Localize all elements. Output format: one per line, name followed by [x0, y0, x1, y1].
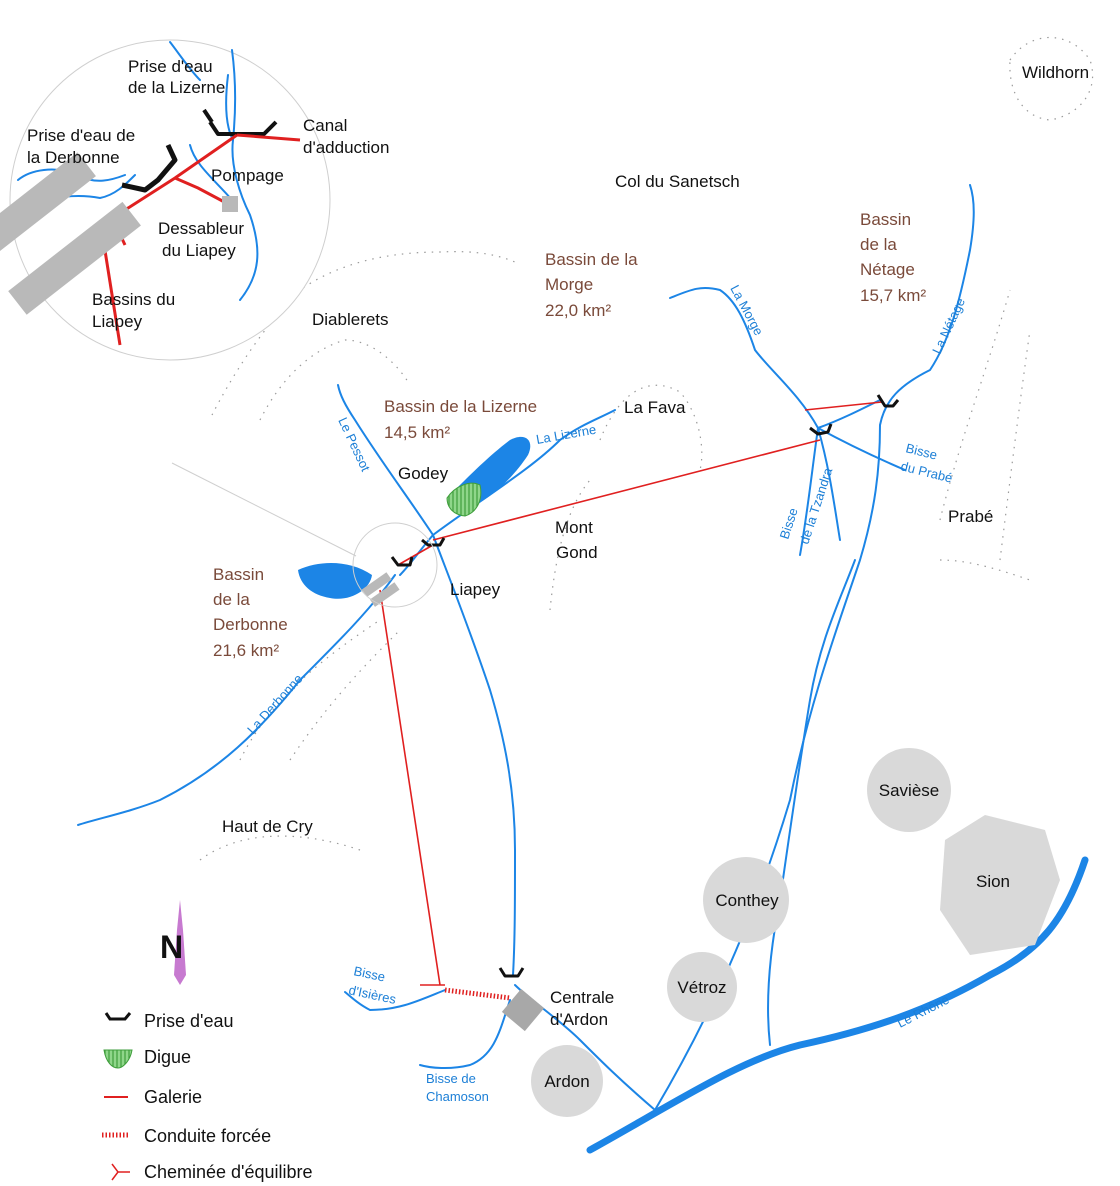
legend-digue-label: Digue	[144, 1047, 191, 1067]
basin-morge-l1: Bassin de la	[545, 250, 638, 269]
basin-lizerne-area: 14,5 km²	[384, 423, 450, 442]
basin-labels: Bassin de la Morge 22,0 km² Bassin de la…	[213, 210, 926, 660]
inset-canal-2: d'adduction	[303, 138, 389, 157]
place-saviese: Savièse	[879, 781, 939, 800]
basin-derbonne-l2: de la	[213, 590, 250, 609]
bisse-chamoson-l1: Bisse de	[426, 1071, 476, 1086]
bisse-prabe-l2: du Prabé	[899, 458, 954, 485]
basin-morge-l2: Morge	[545, 275, 593, 294]
legend-cheminee-label: Cheminée d'équilibre	[144, 1162, 313, 1182]
place-la-fava: La Fava	[624, 398, 686, 417]
river-netage-label: La Nétage	[929, 296, 968, 357]
river-rhone-label: Le Rhône	[895, 992, 952, 1031]
inset-bassins-2: Liapey	[92, 312, 143, 331]
place-labels: Wildhorn Col du Sanetsch Diablerets La F…	[222, 63, 1089, 1091]
north-arrow-icon: N	[160, 900, 186, 985]
north-letter: N	[160, 929, 183, 965]
inset-prise-derbonne-1: Prise d'eau de	[27, 126, 135, 145]
river-pessot-label: Le Pessot	[335, 415, 373, 474]
legend-digue: Digue	[103, 1047, 191, 1069]
centrale-ardon-building	[501, 988, 545, 1032]
inset-canal-1: Canal	[303, 116, 347, 135]
basin-lizerne-l1: Bassin de la Lizerne	[384, 397, 537, 416]
legend: Prise d'eau Digue Galerie Conduite forcé…	[102, 1011, 313, 1182]
river-derbonne-label: La Derbonne	[244, 671, 305, 737]
bisse-tzandra-l1: Bisse	[777, 506, 801, 541]
place-liapey: Liapey	[450, 580, 501, 599]
basin-derbonne-l1: Bassin	[213, 565, 264, 584]
legend-cheminee: Cheminée d'équilibre	[111, 1162, 313, 1182]
inset-prise-lizerne-2: de la Lizerne	[128, 78, 225, 97]
basin-derbonne-area: 21,6 km²	[213, 641, 279, 660]
mountain-relief	[199, 37, 1094, 861]
river-labels: La Morge La Nétage La Lizerne Le Pessot …	[244, 282, 968, 1104]
legend-prise: Prise d'eau	[104, 1011, 234, 1031]
inset-prise-lizerne-1: Prise d'eau	[128, 57, 213, 76]
basin-netage-l3: Nétage	[860, 260, 915, 279]
river-lizerne-label: La Lizerne	[535, 422, 597, 447]
bisse-isieres-l1: Bisse	[352, 963, 386, 984]
bisse-prabe-l1: Bisse	[904, 440, 938, 462]
inset-labels: Prise d'eau de la Lizerne Prise d'eau de…	[27, 57, 389, 331]
godey-dam	[446, 482, 482, 517]
basin-morge-area: 22,0 km²	[545, 301, 611, 320]
intakes	[390, 394, 900, 978]
bisse-tzandra-l2: de la Tzandra	[797, 465, 836, 546]
inset-dessableur-2: du Liapey	[162, 241, 236, 260]
place-centrale-1: Centrale	[550, 988, 614, 1007]
legend-conduite: Conduite forcée	[102, 1126, 271, 1146]
basin-derbonne-l3: Derbonne	[213, 615, 288, 634]
place-prabe: Prabé	[948, 507, 993, 526]
legend-galerie: Galerie	[104, 1087, 202, 1107]
bisse-chamoson-l2: Chamoson	[426, 1089, 489, 1104]
place-col-sanetsch: Col du Sanetsch	[615, 172, 740, 191]
place-wildhorn: Wildhorn	[1022, 63, 1089, 82]
inset-dessableur-1: Dessableur	[158, 219, 244, 238]
bisse-isieres-l2: d'Isières	[347, 982, 398, 1007]
place-haut-de-cry: Haut de Cry	[222, 817, 313, 836]
place-sion: Sion	[976, 872, 1010, 891]
inset-prise-derbonne-2: la Derbonne	[27, 148, 120, 167]
basin-netage-l2: de la	[860, 235, 897, 254]
place-centrale-2: d'Ardon	[550, 1010, 608, 1029]
place-mont-gond-1: Mont	[555, 518, 593, 537]
legend-conduite-label: Conduite forcée	[144, 1126, 271, 1146]
liapey-basins	[361, 572, 400, 607]
legend-prise-label: Prise d'eau	[144, 1011, 234, 1031]
galleries	[379, 401, 883, 1001]
legend-galerie-label: Galerie	[144, 1087, 202, 1107]
place-ardon: Ardon	[544, 1072, 589, 1091]
inset-bassins-1: Bassins du	[92, 290, 175, 309]
rhone-river	[586, 856, 1089, 1154]
place-diablerets: Diablerets	[312, 310, 389, 329]
place-conthey: Conthey	[715, 891, 779, 910]
place-mont-gond-2: Gond	[556, 543, 598, 562]
place-vetroz: Vétroz	[677, 978, 726, 997]
basin-netage-area: 15,7 km²	[860, 286, 926, 305]
basin-netage-l1: Bassin	[860, 210, 911, 229]
place-godey: Godey	[398, 464, 449, 483]
inset-callout	[0, 39, 438, 608]
towns	[531, 748, 1060, 1117]
inset-pompage: Pompage	[211, 166, 284, 185]
